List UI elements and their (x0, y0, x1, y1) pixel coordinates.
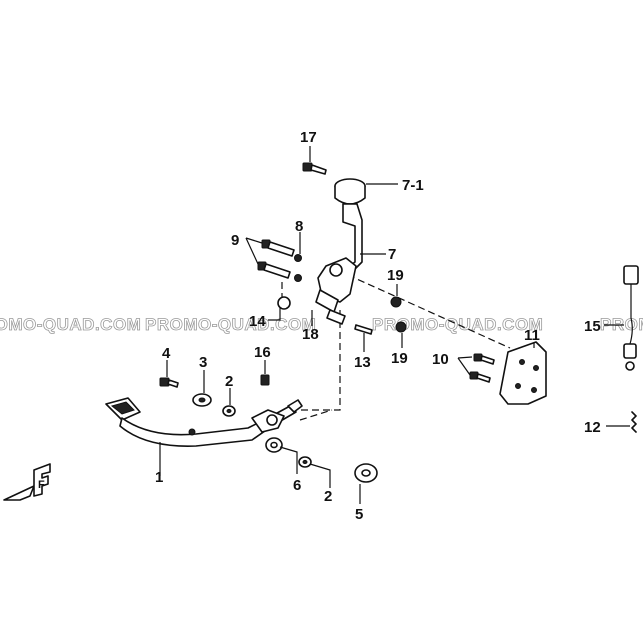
callout-15: 15 (584, 318, 601, 335)
part-18 (277, 296, 291, 310)
bolt-17 (302, 162, 327, 175)
nuts-19 (390, 296, 407, 333)
forward-direction-arrow-icon (3, 463, 51, 501)
spring-12 (631, 411, 637, 433)
callout-2-lower: 2 (324, 488, 332, 505)
pin-13 (354, 324, 373, 335)
bolt-4 (159, 377, 179, 388)
callout-9: 9 (231, 232, 239, 249)
bushing-6 (265, 437, 283, 453)
callout-numbers: 17 7-1 8 9 7 19 14 18 13 19 11 10 4 3 16… (155, 129, 601, 523)
callout-2-upper: 2 (225, 373, 233, 390)
callout-8: 8 (295, 218, 303, 235)
watermark-left: PROMO-QUAD.COM (0, 315, 141, 334)
bolts-9 (257, 239, 295, 279)
callout-10: 10 (432, 351, 449, 368)
callout-7: 7 (388, 246, 396, 263)
direction-mark-f: F (38, 479, 45, 491)
callout-16: 16 (254, 344, 271, 361)
reservoir-cap-7-1 (334, 178, 366, 205)
master-cylinder (315, 257, 357, 325)
watermark-right: PROMO-QUAD.COM (372, 315, 543, 334)
brake-switch-15 (623, 265, 639, 371)
callout-leader-lines (159, 146, 630, 504)
brake-pedal-1 (105, 397, 303, 447)
callout-17: 17 (300, 129, 317, 146)
grease-nipple-16 (260, 374, 270, 386)
callout-19-upper: 19 (387, 267, 404, 284)
callout-6: 6 (293, 477, 301, 494)
callout-18: 18 (302, 326, 319, 343)
washer-3 (192, 393, 212, 407)
callout-14: 14 (249, 313, 266, 330)
bolts-10 (469, 353, 495, 383)
washer-5 (354, 463, 378, 483)
callout-3: 3 (199, 354, 207, 371)
watermark-center: PROMO-QUAD.COM (145, 315, 316, 334)
callout-5: 5 (355, 506, 363, 523)
callout-13: 13 (354, 354, 371, 371)
bushing-2-upper (222, 405, 236, 417)
bracket-plate-11 (499, 341, 547, 405)
washers-8 (294, 254, 302, 282)
assembly-guide-lines (281, 274, 511, 421)
callout-19-lower: 19 (391, 350, 408, 367)
bushing-2-lower (298, 456, 312, 468)
callout-1: 1 (155, 469, 163, 486)
callout-12: 12 (584, 419, 601, 436)
callout-4: 4 (162, 345, 171, 362)
callout-11: 11 (524, 327, 540, 344)
callout-7-1: 7-1 (402, 177, 424, 194)
